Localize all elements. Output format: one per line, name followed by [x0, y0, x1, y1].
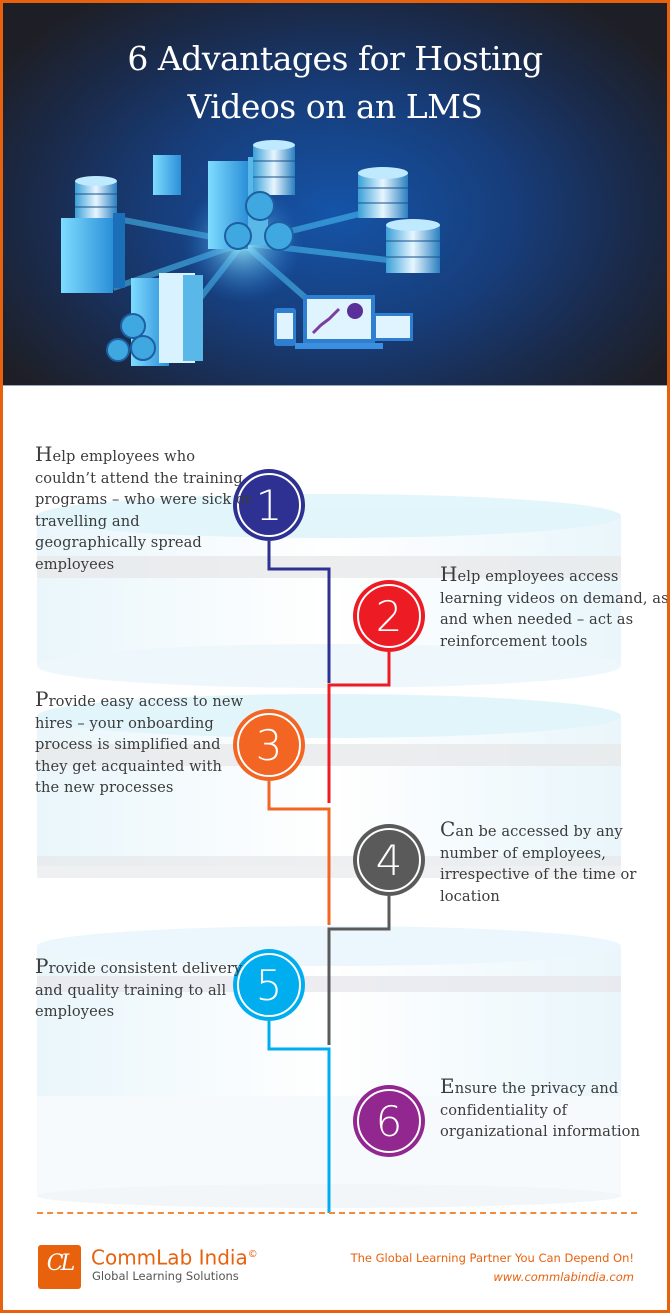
step-ring-1	[237, 473, 301, 537]
database-icon-left	[75, 176, 117, 221]
step-badge-1: 1	[233, 469, 305, 541]
website-link[interactable]: www.commlabindia.com	[493, 1270, 634, 1284]
devices-icon	[274, 295, 413, 349]
footer: CL CommLab India© Global Learning Soluti…	[3, 1223, 667, 1310]
connector-line-1	[267, 541, 331, 683]
server-small-top	[153, 155, 181, 195]
step-ring-3	[237, 713, 301, 777]
step-number-6: 6	[376, 1097, 403, 1146]
page-title-line1: 6 Advantages for Hosting	[127, 39, 543, 78]
registered-mark: ©	[247, 1249, 258, 1260]
step-number-5: 5	[256, 961, 283, 1010]
footer-tagline: The Global Learning Partner You Can Depe…	[350, 1251, 634, 1265]
gears-icon-bottom	[106, 313, 156, 362]
step-badge-3: 3	[233, 709, 305, 781]
brand-name: CommLab India©	[91, 1245, 258, 1270]
commlab-logo-icon: CL	[38, 1245, 81, 1289]
database-icon-right-top	[358, 167, 408, 218]
database-icon-right-bottom	[386, 219, 440, 273]
step-number-2: 2	[376, 592, 403, 641]
server-tower-left	[61, 213, 125, 293]
step-circle-1	[233, 469, 305, 541]
advantage-4-text: Can be accessed by any number of employe…	[440, 817, 637, 905]
database-icon-top	[253, 140, 295, 195]
page-title-line2: Videos on an LMS	[187, 87, 483, 126]
brand-subtitle: Global Learning Solutions	[92, 1269, 239, 1283]
step-circle-4	[353, 824, 425, 896]
advantages-section: 1 2 3 4 5 6 Help employees who couldn’t atten…	[3, 386, 667, 1216]
dashed-divider	[37, 1212, 637, 1214]
step-number-1: 1	[256, 481, 283, 530]
step-circle-2	[353, 580, 425, 652]
server-network-illustration	[61, 140, 440, 366]
step-badge-5: 5	[233, 949, 305, 1021]
advantage-5-text: Provide consistent delivery and quality …	[35, 954, 243, 1021]
advantage-1-text: Help employees who couldn’t attend the t…	[35, 442, 252, 573]
hero-banner: 6 Advantages for Hosting Videos on an LM…	[3, 3, 667, 386]
advantage-6-text: Ensure the privacy and confidentiality o…	[440, 1074, 641, 1141]
step-badge-6: 6	[353, 1085, 425, 1157]
connector-line-5	[267, 1021, 331, 1213]
step-ring-6	[357, 1089, 421, 1153]
connector-line-2	[327, 652, 391, 803]
connector-line-4	[327, 896, 391, 1045]
step-badge-2: 2	[353, 580, 425, 652]
advantage-3-text: Provide easy access to new hires – your …	[35, 687, 244, 797]
advantage-2-text: Help employees access learning videos on…	[440, 562, 669, 650]
step-badge-4: 4	[353, 824, 425, 896]
step-circle-5	[233, 949, 305, 1021]
step-number-4: 4	[376, 836, 403, 885]
connector-line-3	[267, 781, 331, 925]
step-circle-3	[233, 709, 305, 781]
timeline-connectors: 1 2 3 4 5 6	[233, 469, 425, 1213]
step-number-3: 3	[256, 721, 283, 770]
gears-icon-center	[224, 191, 294, 251]
step-ring-2	[357, 584, 421, 648]
step-ring-5	[237, 953, 301, 1017]
step-ring-4	[357, 828, 421, 892]
step-circle-6	[353, 1085, 425, 1157]
